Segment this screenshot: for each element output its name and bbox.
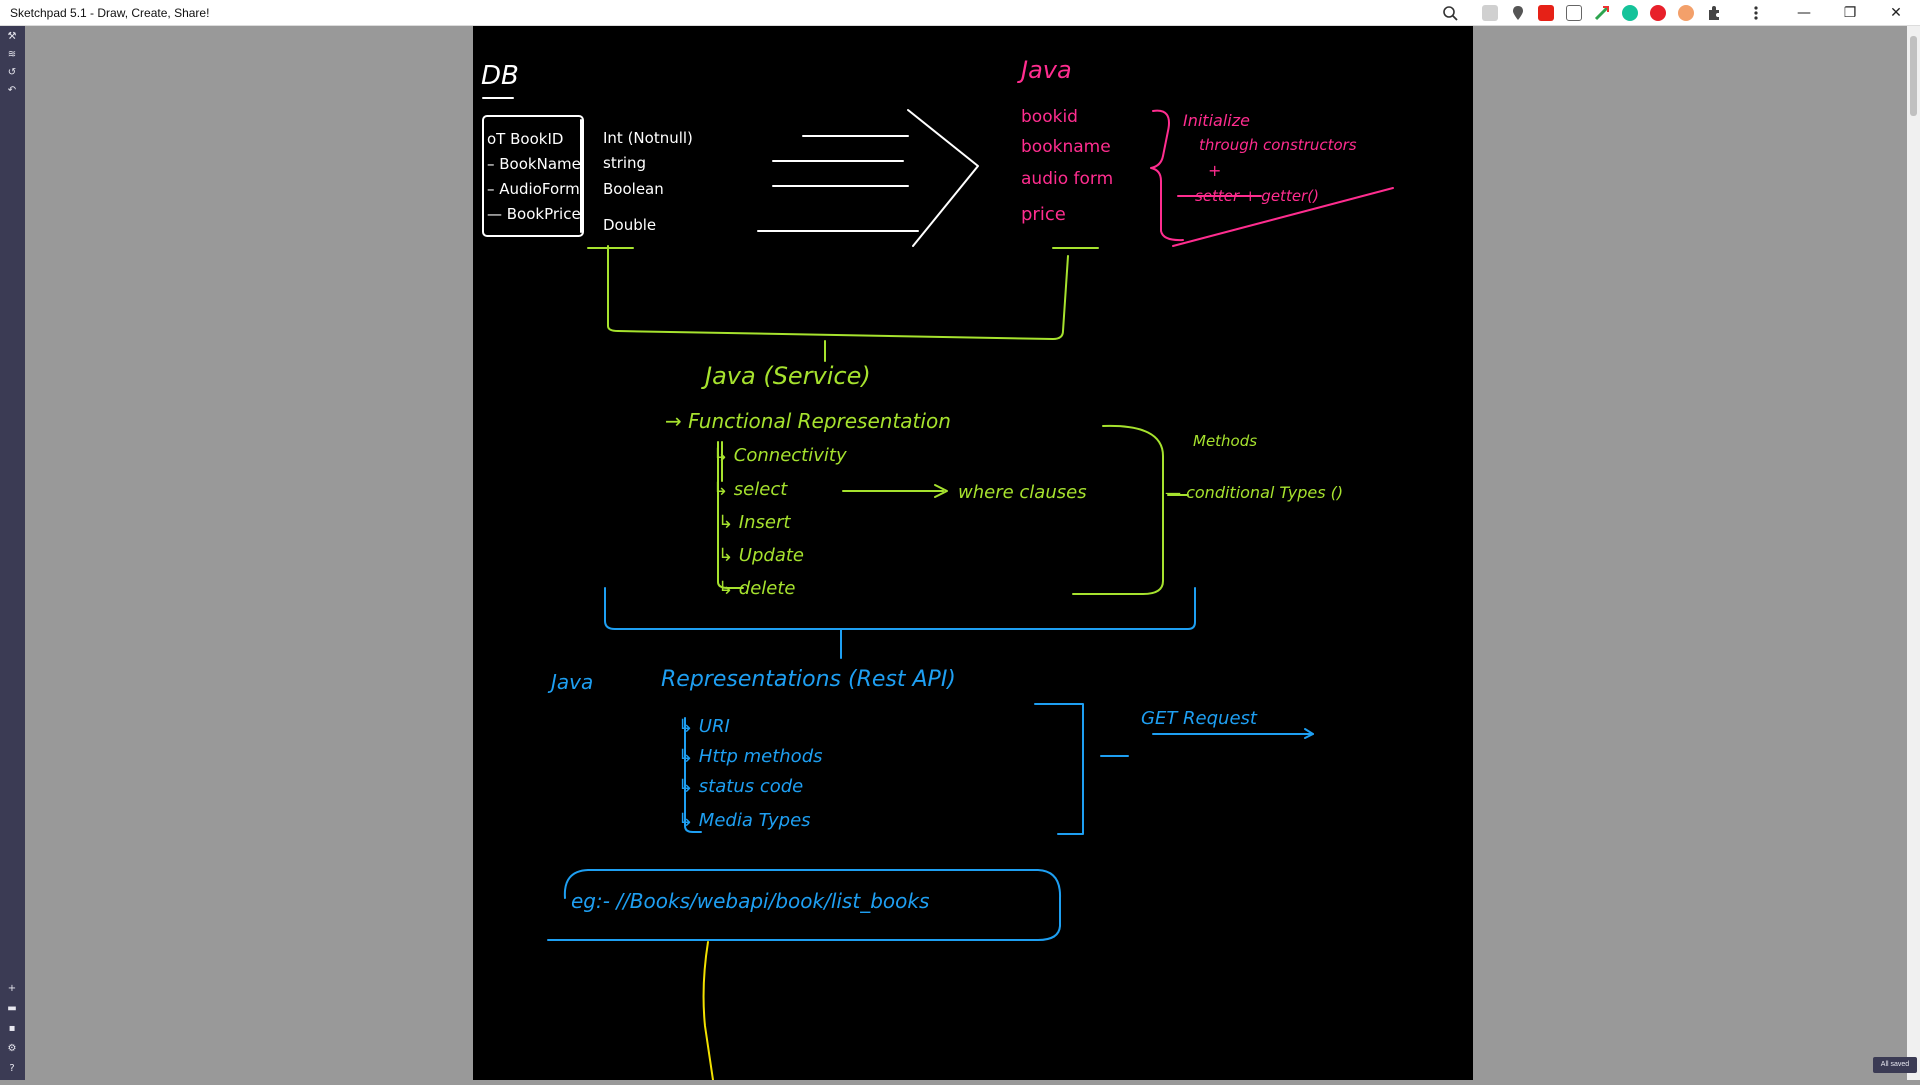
java-field: audio form [1021,169,1113,189]
open-folder-icon[interactable]: ▬ [7,1003,17,1014]
db-field: oT BookID [487,130,563,148]
java-field: price [1021,204,1066,225]
tools-icon[interactable]: ⚒ [7,31,17,42]
rest-item: ↳ status code [678,776,803,797]
rest-item: ↳ URI [678,716,730,737]
methods-note: Methods [1193,432,1257,450]
db-field: — BookPrice [487,205,581,223]
scrollbar-thumb[interactable] [1910,36,1917,116]
conditional-note: — conditional Types () [1165,483,1343,502]
restore-button[interactable]: ❐ [1843,5,1857,21]
db-type: string [603,154,646,172]
java-note: setter + getter() [1195,187,1319,205]
window-title: Sketchpad 5.1 - Draw, Create, Share! [10,6,210,20]
db-heading: DB [481,61,519,91]
left-toolbar: ⚒ ≋ ↺ ↶ + ▬ ▪ ⚙ ? [0,26,25,1080]
arrow-icon[interactable] [1594,5,1610,21]
service-op: ↳ select [713,479,788,500]
service-op: ↳ Update [718,545,804,566]
java-note: + [1208,161,1221,180]
layers-icon[interactable]: ≋ [7,49,17,60]
zoom-icon[interactable] [1442,5,1458,21]
menu-dots-icon[interactable] [1748,5,1764,21]
rest-heading: Representations (Rest API) [661,667,956,692]
history-icon[interactable]: ↺ [7,67,17,78]
db-type: Double [603,216,656,234]
sketch-layer: DB oT BookID – BookName – AudioForm — Bo… [481,56,1394,1081]
screen-icon[interactable] [1566,5,1582,21]
functional-representation: → Functional Representation [665,409,951,433]
title-bar: Sketchpad 5.1 - Draw, Create, Share! — ❐… [0,0,1920,26]
puzzle-icon[interactable] [1706,5,1722,21]
db-field: – BookName [487,155,581,173]
save-status: All saved [1873,1057,1917,1073]
service-heading: Java (Service) [701,362,871,390]
java-note: Initialize [1183,111,1250,130]
pin-icon[interactable] [1482,5,1498,21]
stop-icon[interactable] [1650,5,1666,21]
service-op: ↳ Connectivity [713,445,847,466]
db-field: – AudioForm [487,180,580,198]
minimize-button[interactable]: — [1797,5,1811,21]
service-op: ↳ delete [718,578,796,599]
rest-item: ↳ Http methods [678,746,823,767]
location-icon[interactable] [1510,5,1526,21]
grammarly-icon[interactable] [1622,5,1638,21]
java-field: bookid [1021,107,1078,127]
save-icon[interactable]: ▪ [8,1023,16,1034]
java-field: bookname [1021,137,1111,157]
service-op: ↳ Insert [718,512,791,533]
java-heading: Java [1017,56,1072,84]
settings-icon[interactable]: ⚙ [7,1043,17,1054]
help-icon[interactable]: ? [9,1063,15,1074]
account-icon[interactable] [1678,5,1694,21]
example-uri: eg:- //Books/webapi/book/list_books [571,889,929,913]
get-request-note: GET Request [1141,708,1258,729]
drawing-canvas[interactable]: DB oT BookID – BookName – AudioForm — Bo… [473,26,1473,1081]
undo-icon[interactable]: ↶ [7,85,17,96]
rest-item: ↳ Media Types [678,810,811,831]
close-button[interactable]: ✕ [1890,5,1902,21]
where-clause-note: where clauses [958,482,1087,503]
youtube-icon[interactable] [1538,5,1554,21]
rest-java-label: Java [547,670,593,694]
java-note: through constructors [1199,136,1357,154]
db-type: Boolean [603,180,664,198]
db-type: Int (Notnull) [603,129,693,147]
add-icon[interactable]: + [7,983,17,994]
vertical-scrollbar[interactable] [1907,26,1920,1080]
